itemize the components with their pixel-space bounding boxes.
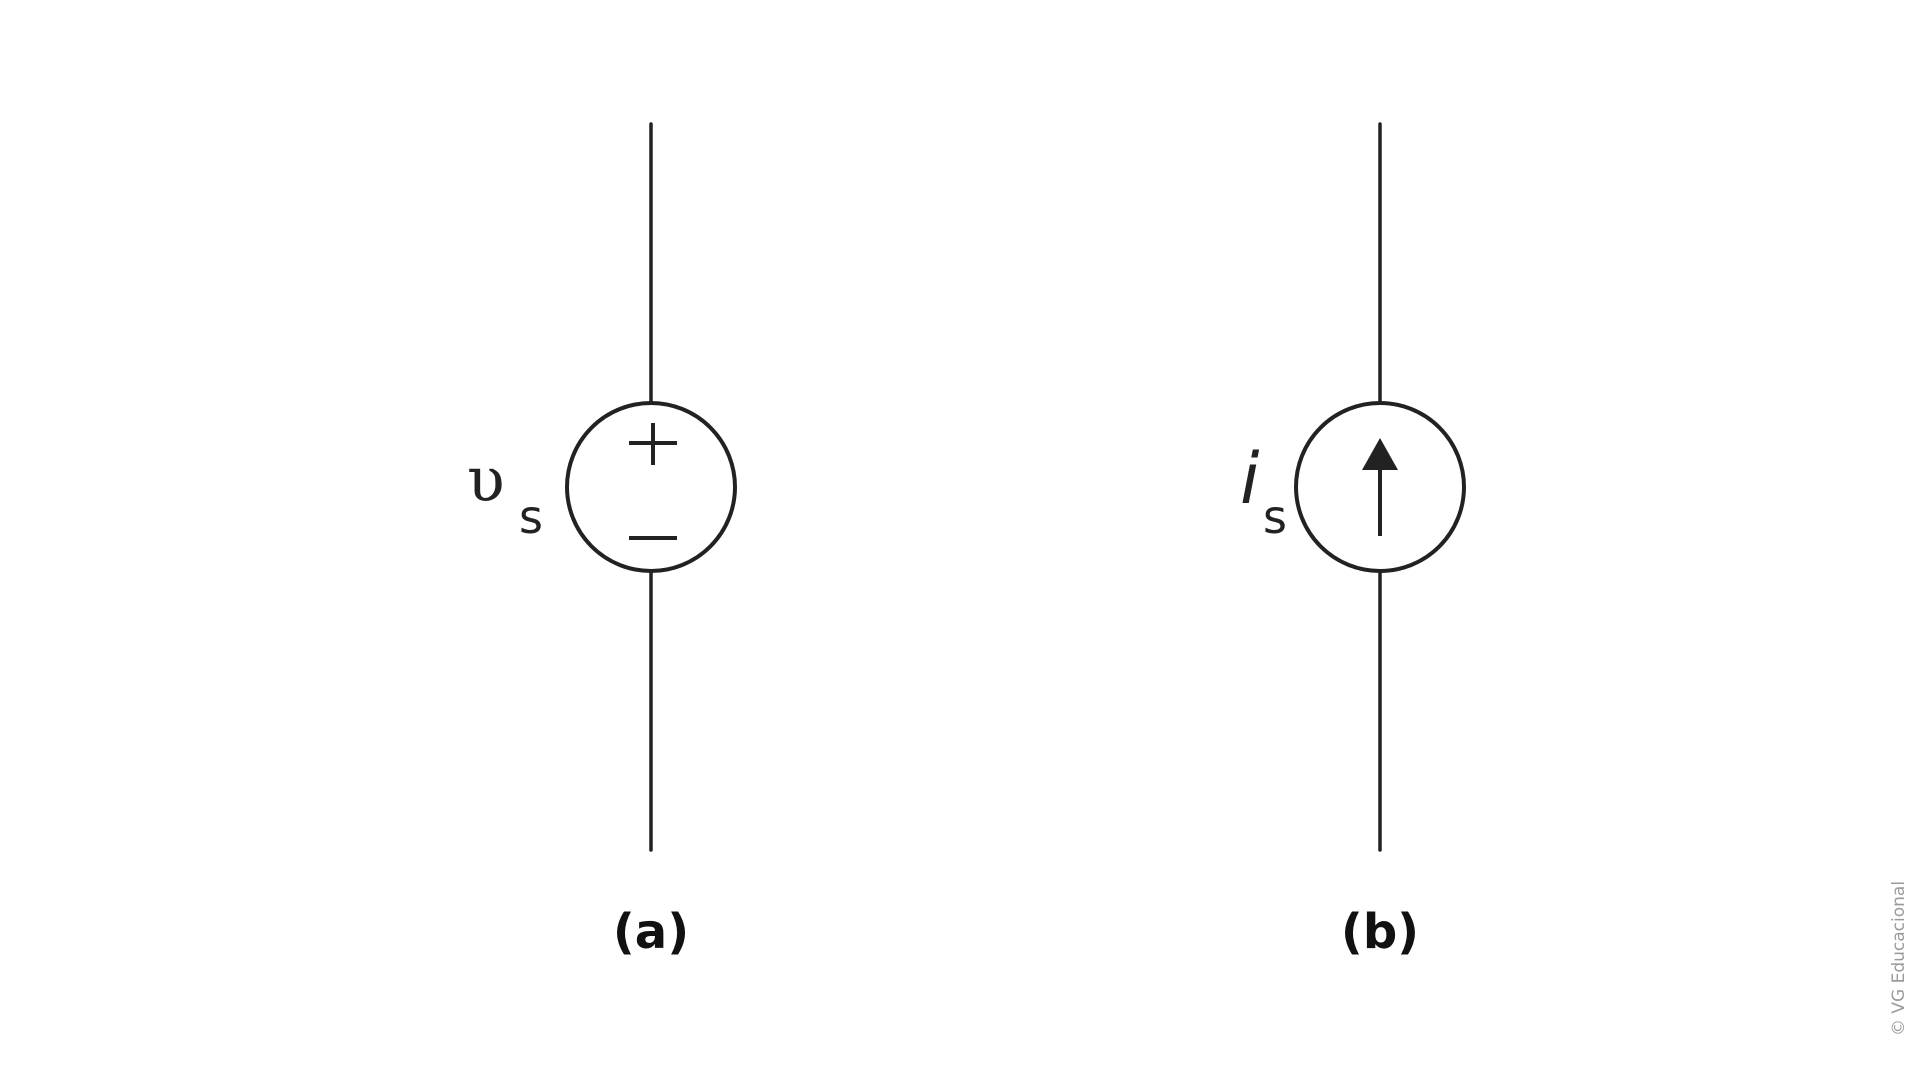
voltage-source-symbol: υ s (a): [467, 122, 737, 960]
caption-a: (a): [613, 904, 689, 960]
voltage-source-label-symbol: υ: [467, 443, 505, 516]
current-source-label-subscript: s: [1263, 490, 1287, 544]
current-source-label-symbol: i: [1240, 438, 1260, 520]
voltage-source-label-subscript: s: [519, 490, 543, 544]
voltage-source-circle: [565, 401, 737, 573]
plus-terminal-sign: [629, 423, 677, 465]
arrow-up-icon: [1362, 438, 1398, 536]
credit-watermark: © VG Educacional: [1889, 881, 1909, 1036]
current-source-symbol: i s (b): [1240, 122, 1466, 960]
caption-b: (b): [1341, 904, 1419, 960]
